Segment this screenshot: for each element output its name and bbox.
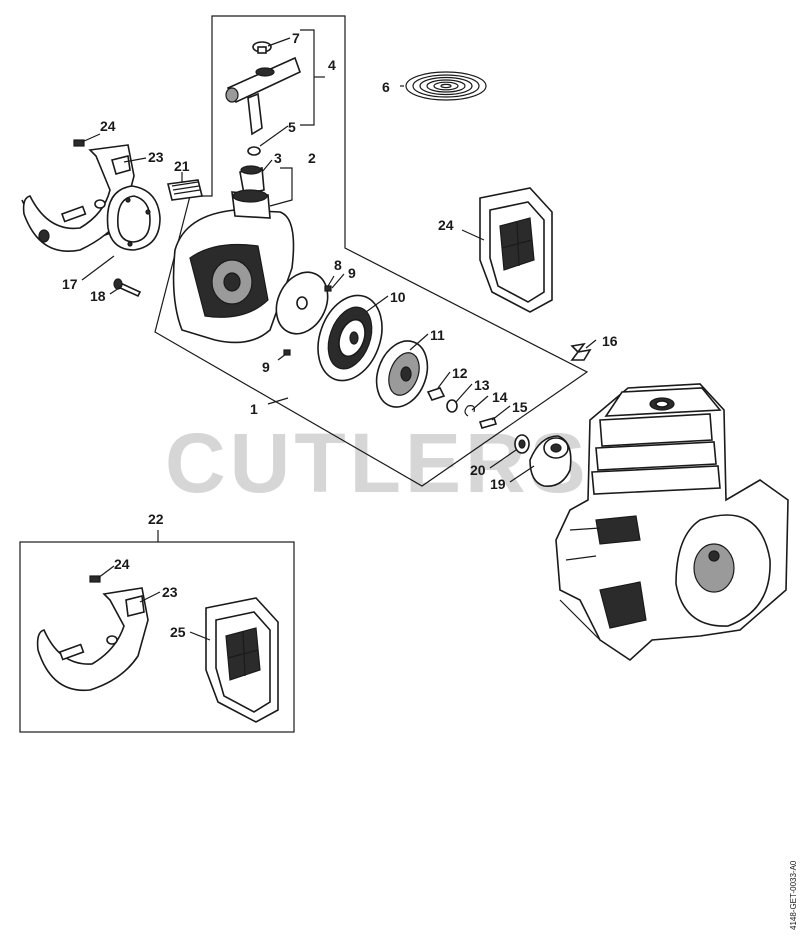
callout-10: 10 <box>390 289 406 305</box>
nut-20-part <box>514 434 530 454</box>
callout-5: 5 <box>288 119 296 135</box>
filter-24-part <box>479 187 553 313</box>
callout-17: 17 <box>62 276 78 292</box>
callout-20: 20 <box>470 462 486 478</box>
callout-18: 18 <box>90 288 106 304</box>
callout-3: 3 <box>274 150 282 166</box>
callout-2: 2 <box>308 150 316 166</box>
callout-16: 16 <box>602 333 618 349</box>
screw-9-lower-part <box>283 349 291 356</box>
starter-handle-part <box>225 56 301 136</box>
callout-14: 14 <box>492 389 508 405</box>
shroud-23-lower-part <box>36 587 149 692</box>
assembly-1-frame <box>154 15 589 487</box>
gasket-17-part <box>106 185 161 251</box>
washer-part <box>464 405 475 417</box>
starter-pulley-part <box>375 340 429 408</box>
rope-insert-part <box>247 146 261 156</box>
callout-24-filter: 24 <box>438 217 454 233</box>
circlip-part <box>478 417 498 429</box>
callout-24-lower: 24 <box>114 556 130 572</box>
starter-cup-part <box>529 435 572 487</box>
rope-rotor-part <box>317 294 383 382</box>
pawl-part <box>426 387 446 401</box>
screw-9-upper-part <box>324 285 332 292</box>
callout-24-upper: 24 <box>100 118 116 134</box>
screw-24-upper-part <box>73 139 85 147</box>
callout-9-lower: 9 <box>262 359 270 375</box>
drawing-code: 4148-GET-0033-A0 <box>789 860 798 930</box>
watermark: CUTLERS <box>165 416 590 510</box>
grille-21-part <box>167 179 203 201</box>
callout-12: 12 <box>452 365 468 381</box>
rope-guide-part <box>239 165 265 195</box>
callout-22: 22 <box>148 511 164 527</box>
callout-23-upper: 23 <box>148 149 164 165</box>
spring-clip-16-part <box>570 342 592 361</box>
engine-block-part <box>555 383 789 662</box>
callout-15: 15 <box>512 399 528 415</box>
callout-19: 19 <box>490 476 506 492</box>
callout-21: 21 <box>174 158 190 174</box>
callout-13: 13 <box>474 377 490 393</box>
fan-housing-part <box>172 189 295 344</box>
callout-9-upper: 9 <box>348 265 356 281</box>
callout-8: 8 <box>334 257 342 273</box>
screw-18-part <box>113 278 142 298</box>
spring-clip-part <box>446 399 458 413</box>
screw-24-lower-part <box>89 575 101 583</box>
callout-7: 7 <box>292 30 300 46</box>
handle-cap-part <box>252 41 272 54</box>
callout-4: 4 <box>328 57 336 73</box>
callout-11: 11 <box>430 327 445 343</box>
callout-25: 25 <box>170 624 186 640</box>
callout-1: 1 <box>250 401 258 417</box>
callout-23-lower: 23 <box>162 584 178 600</box>
rewind-spring-part <box>405 71 487 101</box>
filter-25-part <box>205 597 279 723</box>
spring-cover-disc-part <box>275 271 329 335</box>
kit-22-frame <box>19 541 295 733</box>
leader-lines <box>81 29 597 641</box>
callout-6: 6 <box>382 79 390 95</box>
